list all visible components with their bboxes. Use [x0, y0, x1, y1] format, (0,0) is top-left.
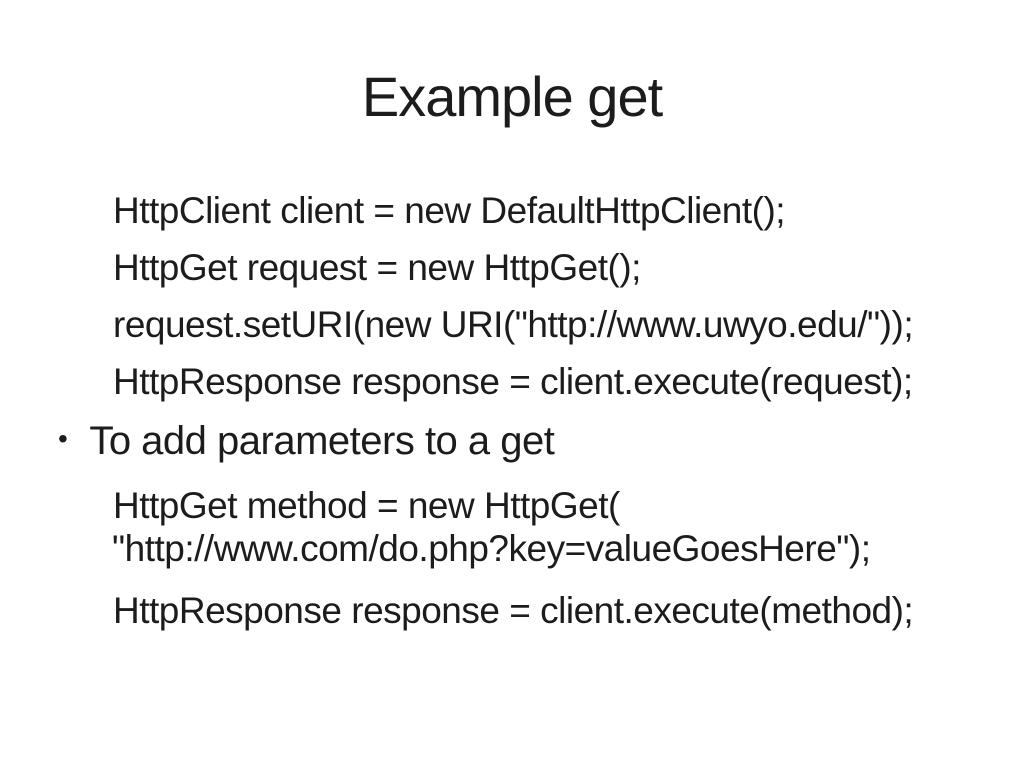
bullet-marker: •: [58, 423, 68, 454]
code-line-execute-request: HttpResponse response = client.execute(r…: [113, 361, 913, 402]
code-line-httpget-method: HttpGet method = new HttpGet(: [113, 485, 620, 526]
slide-title: Example get: [361, 65, 663, 128]
code-line-httpclient-new: HttpClient client = new DefaultHttpClien…: [113, 190, 786, 231]
code-line-url-parameter: "http://www.com/do.php?key=valueGoesHere…: [112, 528, 871, 569]
code-line-execute-method: HttpResponse response = client.execute(m…: [113, 590, 914, 631]
bullet-item: • To add parameters to a get: [58, 419, 555, 463]
bullet-text: To add parameters to a get: [89, 419, 555, 463]
code-line-httpget-request: HttpGet request = new HttpGet();: [113, 247, 641, 288]
code-line-seturi: request.setURI(new URI("http://www.uwyo.…: [113, 304, 914, 345]
